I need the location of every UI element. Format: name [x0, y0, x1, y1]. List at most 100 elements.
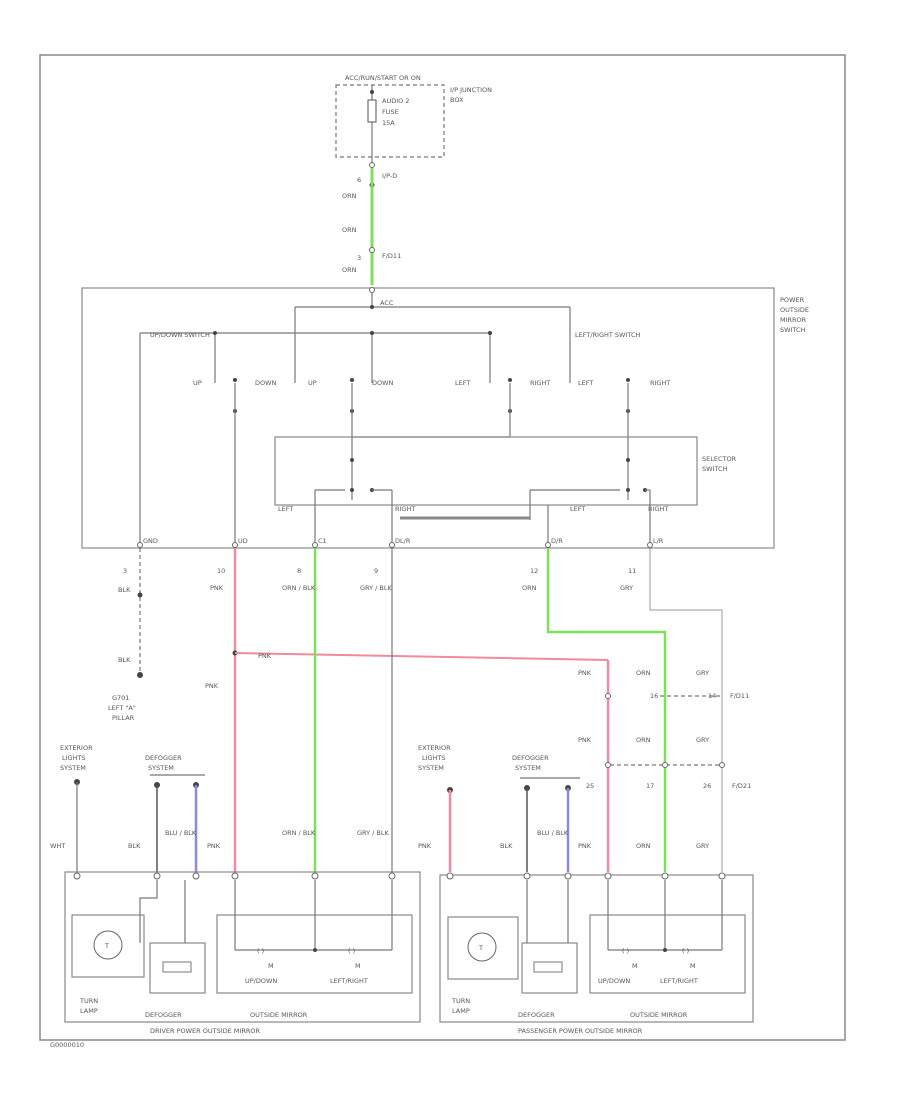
wire-color-dr: ORN	[522, 584, 537, 592]
svg-text:T: T	[478, 944, 483, 952]
terminal-label-0: GND	[143, 537, 158, 545]
mirror-switch-box	[81, 287, 775, 549]
svg-text:T: T	[104, 942, 109, 950]
drv-w-gryblk: GRY / BLK	[357, 829, 390, 837]
terminal-pin-5	[647, 542, 653, 548]
passenger-mirror: EXTERIOR LIGHTS SYSTEM DEFOGGER SYSTEM P…	[418, 744, 754, 1035]
pin-dr: 12	[530, 567, 538, 575]
feed-wire-color1: ORN	[342, 192, 357, 200]
drv-w-ornblk: ORN / BLK	[282, 829, 316, 837]
wire-color-gnd: BLK	[118, 586, 131, 594]
sw-down: DOWN	[372, 379, 394, 387]
sw-right: RIGHT	[650, 379, 670, 387]
drv-w-blublk: BLU / BLK	[165, 829, 197, 837]
psg-ext-1: EXTERIOR	[418, 744, 451, 752]
sw-down-up: DOWN	[255, 379, 277, 387]
terminal-pin-2	[312, 542, 318, 548]
selector-right2: RIGHT	[648, 505, 668, 513]
wire-color-lr: GRY	[620, 584, 633, 592]
rc-conn-b: F/D21	[732, 782, 751, 790]
psg-defog-1: DEFOGGER	[512, 754, 549, 762]
drv-ext-1: EXTERIOR	[60, 744, 93, 752]
terminal-label-4: D/R	[551, 537, 563, 545]
drv-defog-2: SYSTEM	[148, 764, 174, 772]
ground-name: G701	[112, 694, 129, 702]
orn-wire	[546, 548, 667, 872]
selector-title-2: SWITCH	[702, 465, 728, 473]
drv-title: DRIVER POWER OUTSIDE MIRROR	[150, 1027, 260, 1035]
diagram-border	[39, 54, 846, 1041]
switch-title-4: SWITCH	[780, 326, 806, 334]
fuse-label: FUSE	[382, 108, 399, 116]
psg-w-gry: GRY	[696, 842, 709, 850]
rc-pin-d: 17	[646, 782, 654, 790]
junction-label: I/P JUNCTION	[450, 86, 492, 94]
rc-conn-a: F/D11	[730, 692, 749, 700]
pin-gnd: 3	[123, 567, 127, 575]
drv-motor-m2: M	[355, 962, 361, 970]
wire-color-c1: ORN / BLK	[282, 584, 316, 592]
pin-c1: 8	[297, 567, 301, 575]
splice-pnk2: PNK	[205, 682, 219, 690]
psg-w-pnk2: PNK	[578, 842, 592, 850]
wire-color-ud: PNK	[210, 584, 224, 592]
drv-ext-3: SYSTEM	[60, 764, 86, 772]
leftright-switch-label: LEFT/RIGHT SWITCH	[575, 331, 641, 339]
drv-ext-2: LIGHTS	[62, 754, 86, 762]
switch-title-3: MIRROR	[780, 316, 807, 324]
svg-text:( ): ( )	[682, 947, 689, 955]
svg-text:( ): ( )	[348, 947, 355, 955]
psg-ext-3: SYSTEM	[418, 764, 444, 772]
pin-ipd: 6	[357, 176, 361, 184]
switch-title-2: OUTSIDE	[780, 306, 809, 314]
selector-left1: LEFT	[278, 505, 293, 513]
acc-label: ACC	[380, 299, 394, 307]
drv-motor-lr: LEFT/RIGHT	[330, 977, 368, 985]
drv-defogger: DEFOGGER	[145, 1011, 182, 1019]
terminal-label-1: UD	[238, 537, 248, 545]
selector-title-1: SELECTOR	[702, 455, 737, 463]
sw-left2: LEFT	[578, 379, 593, 387]
rc-pnk-a: PNK	[578, 669, 592, 677]
psg-motor-ud: UP/DOWN	[598, 977, 630, 985]
drv-defog-1: DEFOGGER	[145, 754, 182, 762]
psg-ext-2: LIGHTS	[422, 754, 446, 762]
rc-gry-b: GRY	[696, 736, 709, 744]
selector-left2: LEFT	[570, 505, 585, 513]
ground-location1: LEFT "A"	[108, 704, 136, 712]
drv-motor-ud: UP/DOWN	[245, 977, 277, 985]
psg-title: PASSENGER POWER OUTSIDE MIRROR	[518, 1027, 643, 1035]
terminal-label-5: L/R	[653, 537, 664, 545]
switch-title-1: POWER	[780, 296, 805, 304]
rc-pnk-b: PNK	[578, 736, 592, 744]
drv-turn1: TURN	[79, 997, 98, 1005]
footer-code: G0000010	[50, 1041, 84, 1049]
selector-contacts	[314, 458, 651, 545]
rc-pin-e: 26	[703, 782, 711, 790]
psg-defog-2: SYSTEM	[515, 764, 541, 772]
psg-outside-mirror: OUTSIDE MIRROR	[630, 1011, 688, 1019]
pin-lr: 11	[628, 567, 636, 575]
terminal-pin-3	[389, 542, 395, 548]
terminal-label-2: C1	[318, 537, 327, 545]
feed-wire-color2: ORN	[342, 226, 357, 234]
gry-wire	[649, 548, 723, 872]
rc-orn-b: ORN	[636, 736, 651, 744]
ground-wire-color: BLK	[118, 656, 131, 664]
psg-motor-m1: M	[632, 962, 638, 970]
splice-pnk1: PNK	[258, 652, 272, 660]
drv-w-pnk: PNK	[207, 842, 221, 850]
psg-turn2: LAMP	[452, 1007, 470, 1015]
rc-pin-a: 16	[650, 692, 658, 700]
sw-up2: UP	[308, 379, 317, 387]
drv-w-blk: BLK	[128, 842, 141, 850]
junction-label2: BOX	[450, 96, 464, 104]
terminal-pin-0	[137, 542, 143, 548]
psg-w-pnk: PNK	[418, 842, 432, 850]
psg-w-orn: ORN	[636, 842, 651, 850]
feed-wire-color3: ORN	[342, 266, 357, 274]
rc-gry-a: GRY	[696, 669, 709, 677]
terminal-pin-1	[232, 542, 238, 548]
sw-left: LEFT	[455, 379, 470, 387]
terminal-label-3: DL/R	[395, 537, 411, 545]
